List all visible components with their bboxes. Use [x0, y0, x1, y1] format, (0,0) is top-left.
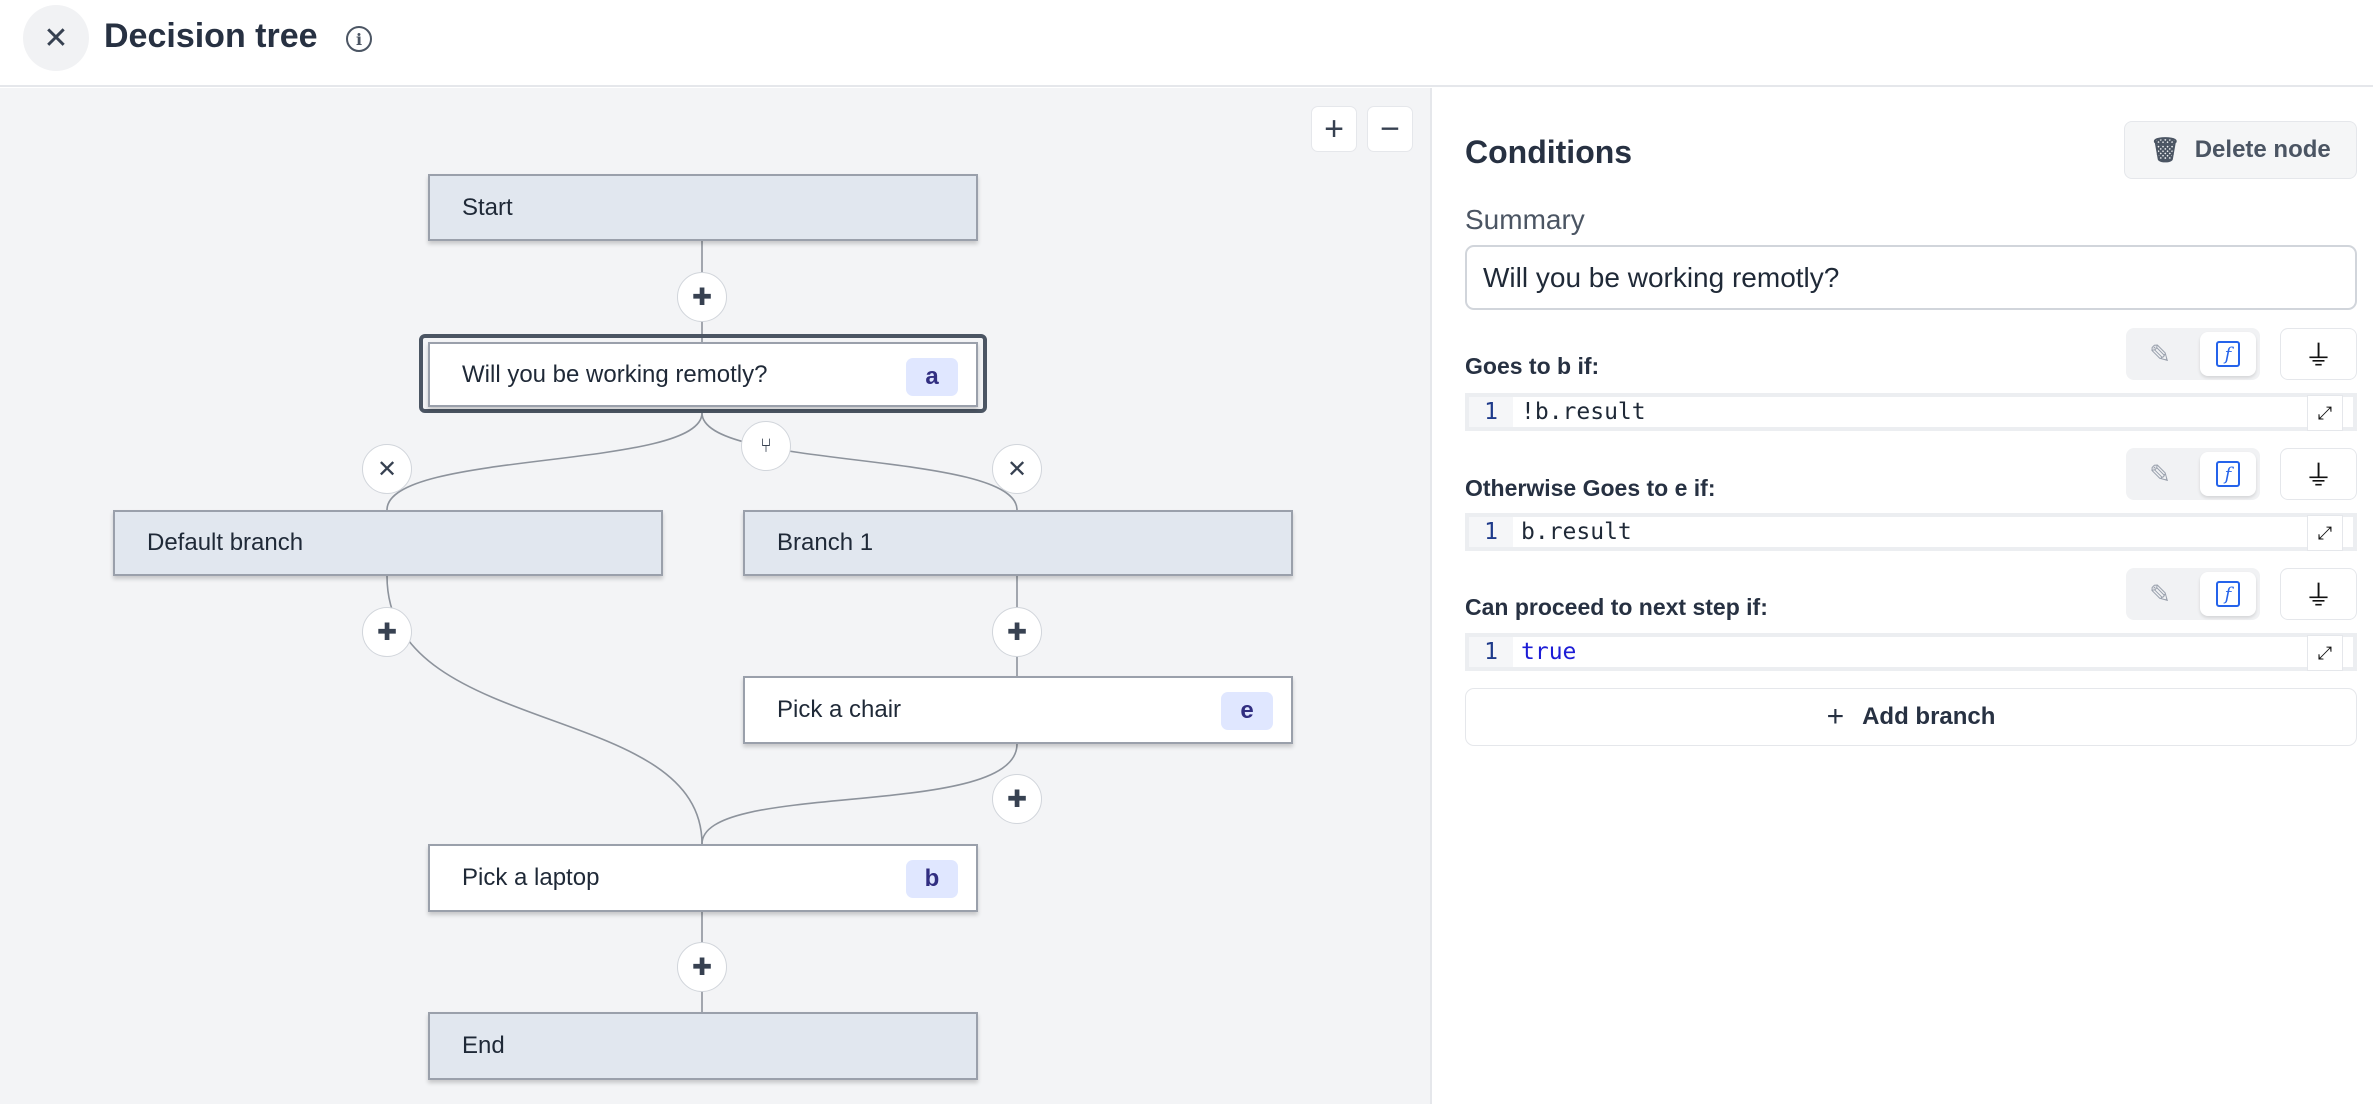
node-badge: a [906, 358, 958, 396]
delete-node-button[interactable]: 🗑 Delete node [2124, 121, 2357, 179]
add-step-button[interactable]: ✚ [992, 774, 1042, 824]
node-question[interactable]: Will you be working remotly? a [428, 342, 978, 407]
page-title: Decision tree [104, 17, 318, 55]
edge-default-laptop [386, 575, 703, 845]
function-mode-button[interactable]: f [2200, 332, 2256, 376]
code-editor[interactable]: 1 b.result ⤢ [1465, 513, 2357, 551]
connectors [386, 241, 1018, 1012]
condition-label: Goes to b if: [1465, 353, 1600, 379]
edge-question-branch1 [701, 412, 1018, 511]
mode-toggle: ✎f [2126, 568, 2260, 620]
code-text: !b.result [1521, 399, 1646, 425]
pencil-icon[interactable]: ✎ [2149, 338, 2171, 369]
node-start[interactable]: Start [428, 174, 978, 241]
branch-icon: ⑂ [760, 434, 772, 457]
code-text: true [1521, 639, 1577, 665]
expand-icon[interactable]: ⤢ [2307, 395, 2343, 431]
function-icon: f [2216, 341, 2240, 367]
add-step-button[interactable]: ✚ [677, 942, 727, 992]
plug-icon: ⏚ [2304, 340, 2333, 371]
plug-icon: ⏚ [2304, 460, 2333, 491]
line-number: 1 [1469, 397, 1513, 427]
node-pick-chair[interactable]: Pick a chair e [743, 676, 1293, 744]
summary-label: Summary [1465, 204, 1585, 235]
plus-icon: + [1826, 700, 1845, 733]
edge-question-default [386, 412, 703, 511]
flow-canvas[interactable]: + − Start Will you be working remotly?a … [0, 88, 1432, 1104]
mode-toggle: ✎f [2126, 448, 2260, 500]
add-branch-label: Add branch [1862, 703, 1996, 730]
expand-icon[interactable]: ⤢ [2307, 515, 2343, 551]
expand-icon[interactable]: ⤢ [2307, 635, 2343, 671]
node-label: Pick a chair [777, 696, 902, 723]
node-label: Start [462, 193, 513, 221]
close-button[interactable]: ✕ [23, 5, 89, 71]
node-label: Branch 1 [777, 529, 874, 556]
close-icon: ✕ [43, 21, 69, 55]
plus-icon: ✚ [1006, 785, 1028, 813]
mode-toggle: ✎f [2126, 328, 2260, 380]
plus-icon: ✚ [376, 618, 398, 646]
plug-icon: ⏚ [2304, 580, 2333, 611]
add-branch-button[interactable]: + Add branch [1465, 688, 2357, 746]
condition-label: Can proceed to next step if: [1465, 594, 1768, 620]
function-mode-button[interactable]: f [2200, 572, 2256, 616]
close-icon: ✕ [1006, 455, 1028, 483]
summary-input[interactable] [1465, 245, 2357, 310]
function-icon: f [2216, 581, 2240, 607]
code-text: b.result [1521, 519, 1632, 545]
plus-icon: ✚ [691, 283, 713, 311]
node-end[interactable]: End [428, 1012, 978, 1080]
add-step-button[interactable]: ✚ [992, 607, 1042, 657]
code-editor[interactable]: 1 true ⤢ [1465, 633, 2357, 671]
node-branch-1[interactable]: Branch 1 [743, 510, 1293, 576]
line-number: 1 [1469, 637, 1513, 667]
function-mode-button[interactable]: f [2200, 452, 2256, 496]
panel-title: Conditions [1465, 134, 1633, 170]
plug-button[interactable]: ⏚ [2280, 328, 2357, 380]
node-label: End [462, 1032, 505, 1059]
node-label: Pick a laptop [462, 864, 600, 891]
node-badge: e [1221, 692, 1273, 730]
add-step-button[interactable]: ✚ [362, 607, 412, 657]
zoom-in-button[interactable]: + [1311, 106, 1357, 152]
code-editor[interactable]: 1 !b.result ⤢ [1465, 393, 2357, 431]
function-icon: f [2216, 461, 2240, 487]
plug-button[interactable]: ⏚ [2280, 568, 2357, 620]
edge-chair-laptop [701, 743, 1018, 845]
trash-icon: 🗑 [2150, 136, 2181, 164]
node-badge: b [906, 860, 958, 898]
pencil-icon[interactable]: ✎ [2149, 458, 2171, 489]
node-pick-laptop[interactable]: Pick a laptop b [428, 844, 978, 912]
add-step-button[interactable]: ✚ [677, 272, 727, 322]
add-branch-button[interactable]: ⑂ [741, 421, 791, 471]
node-default-branch[interactable]: Default branch [113, 510, 663, 576]
node-label: Will you be working remotly? [462, 360, 768, 388]
plug-button[interactable]: ⏚ [2280, 448, 2357, 500]
condition-label: Otherwise Goes to e if: [1465, 475, 1716, 501]
delete-node-label: Delete node [2194, 136, 2331, 163]
plus-icon: ✚ [1006, 618, 1028, 646]
info-icon[interactable]: i [346, 26, 372, 52]
remove-branch-button[interactable]: ✕ [362, 444, 412, 494]
pencil-icon[interactable]: ✎ [2149, 578, 2171, 609]
line-number: 1 [1469, 517, 1513, 547]
zoom-out-button[interactable]: − [1367, 106, 1413, 152]
plus-icon: ✚ [691, 953, 713, 981]
header: ✕ Decision tree i [0, 0, 2373, 87]
close-icon: ✕ [376, 455, 398, 483]
node-label: Default branch [147, 529, 304, 556]
remove-branch-button[interactable]: ✕ [992, 444, 1042, 494]
selected-outline [419, 334, 987, 413]
